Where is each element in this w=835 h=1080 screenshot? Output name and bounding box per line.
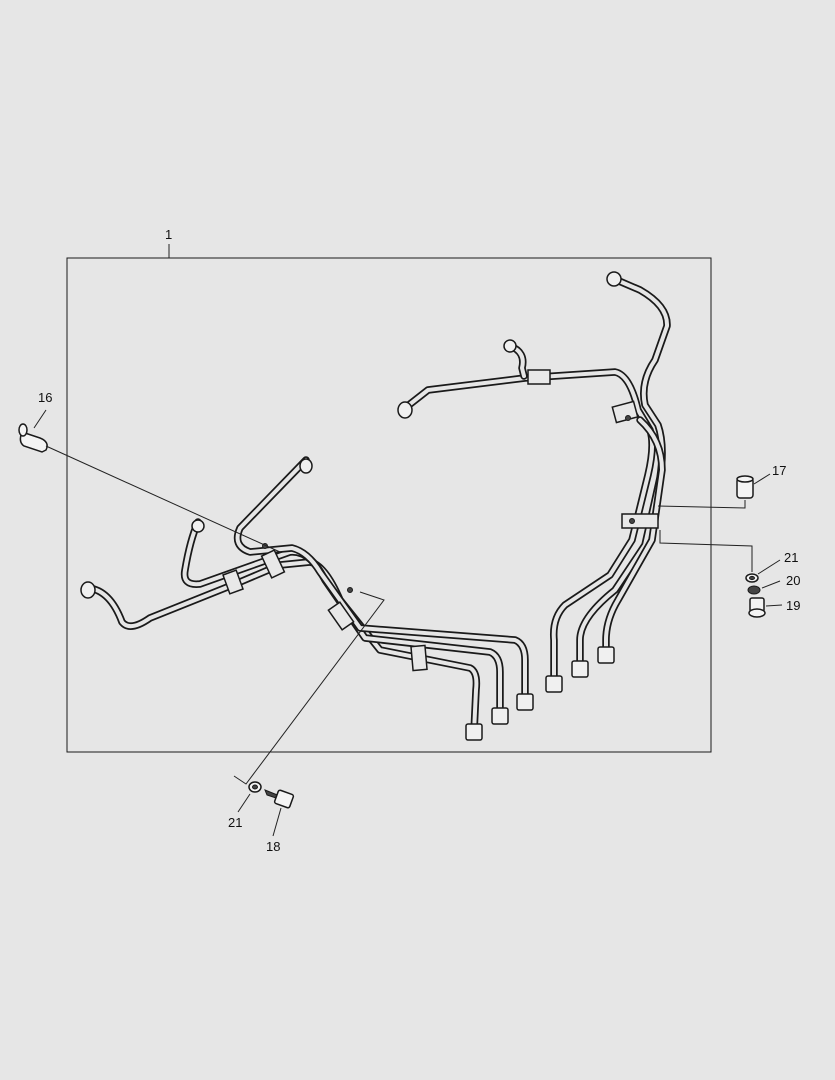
callout-17: 17	[772, 463, 786, 478]
leader-17	[753, 473, 771, 485]
leader-18	[272, 807, 282, 837]
callout-19: 19	[786, 598, 800, 613]
leader-16-to-pipe	[45, 445, 281, 553]
injection-pipes-right	[401, 274, 671, 686]
callout-18: 18	[266, 839, 280, 854]
leader-16	[33, 409, 47, 429]
leader-18-to-clamp	[233, 591, 385, 785]
assembly-frame	[66, 257, 712, 753]
leader-21b	[237, 793, 251, 813]
callout-1: 1	[165, 227, 172, 242]
leader-17-to-pipe	[657, 500, 746, 509]
pipe-clamps	[222, 369, 659, 672]
part-17-sleeve	[736, 475, 754, 499]
part-19-bolt	[748, 597, 766, 618]
part-16-sleeve	[18, 423, 48, 453]
part-21-washer-lower	[248, 781, 262, 793]
leader-19	[765, 604, 783, 607]
part-21-washer-upper	[745, 573, 759, 583]
leader-21a	[757, 559, 781, 575]
part-20-washer	[747, 585, 761, 595]
leader-19-to-clamp	[659, 530, 753, 572]
callout-21-upper: 21	[784, 550, 798, 565]
callout-20: 20	[786, 573, 800, 588]
pipe-end-nuts	[80, 271, 622, 741]
injection-pipes-left	[84, 456, 529, 736]
leader-20	[761, 580, 781, 589]
part-18-bolt	[264, 789, 295, 809]
callout-21-lower: 21	[228, 815, 242, 830]
callout-16: 16	[38, 390, 52, 405]
